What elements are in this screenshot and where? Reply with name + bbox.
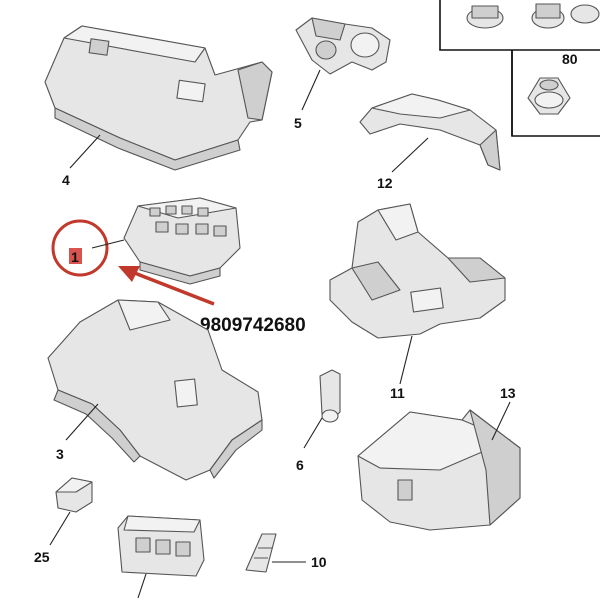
label-10: 10 <box>311 554 327 570</box>
leader-1 <box>91 239 125 249</box>
part-10-fuse-strip <box>245 533 277 573</box>
label-3: 3 <box>56 446 64 462</box>
label-80: 80 <box>562 51 578 67</box>
label-6: 6 <box>296 457 304 473</box>
nut-icon-80 <box>527 77 571 115</box>
inset-frame-top <box>439 0 600 51</box>
leader-13 <box>491 401 511 441</box>
part-6-connector <box>319 369 341 423</box>
label-5: 5 <box>294 115 302 131</box>
label-1: 1 <box>71 249 79 265</box>
fastener-icon-b <box>531 3 600 29</box>
part-5-relay-bracket <box>295 17 391 75</box>
part-12-lid <box>359 93 501 171</box>
part-3-tray <box>47 299 263 481</box>
label-13: 13 <box>500 385 516 401</box>
leader-25 <box>49 511 71 546</box>
part-13-battery-box <box>357 409 521 531</box>
part-1-fuse-box <box>123 197 241 285</box>
leader-4 <box>69 134 101 169</box>
part-4-cover <box>44 25 273 171</box>
part-number-text: 9809742680 <box>200 315 306 336</box>
part-25-clip <box>55 477 93 513</box>
leader-11 <box>399 335 413 385</box>
highlight-circle <box>51 219 109 277</box>
label-4: 4 <box>62 172 70 188</box>
part-number-arrow <box>118 266 215 306</box>
part-relay-block <box>117 515 205 577</box>
leader-3 <box>65 403 99 441</box>
fastener-inset: 80 <box>439 0 600 137</box>
leader-5 <box>301 69 321 111</box>
label-11: 11 <box>390 385 405 401</box>
label-25: 25 <box>34 549 50 565</box>
label-12: 12 <box>377 175 393 191</box>
label-1-badge <box>69 248 82 264</box>
part-11-bracket-frame <box>329 203 506 339</box>
leader-6 <box>303 417 323 449</box>
leader-relay-block <box>137 573 147 599</box>
fastener-icon-a <box>466 5 504 29</box>
leader-12 <box>391 137 429 173</box>
